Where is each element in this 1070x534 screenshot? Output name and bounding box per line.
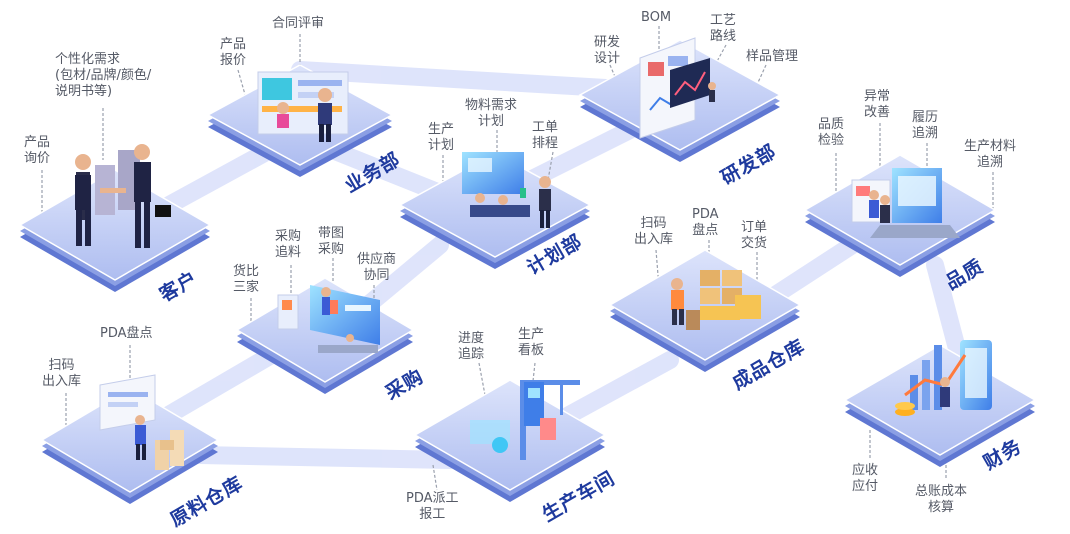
callout-ledger-costing: 总账成本 核算 <box>915 484 968 515</box>
callout-pda-dispatch: PDA派工 报工 <box>406 491 459 522</box>
connector-workshop-finishedwh <box>551 351 679 429</box>
callout-progress-tracking: 进度 追踪 <box>458 331 485 362</box>
callout-production-board: 生产 看板 <box>518 327 545 358</box>
callout-order-scheduling: 工单 排程 <box>532 120 559 151</box>
workshop-illustration <box>470 380 580 460</box>
callout-custom-needs: 个性化需求 (包材/品牌/颜色/ 说明书等) <box>55 52 152 99</box>
raw-wh-illustration <box>99 374 184 470</box>
planning-illustration <box>462 152 551 228</box>
callout-material-planning: 物料需求 计划 <box>465 98 518 129</box>
callout-drawing-purchase: 带图 采购 <box>318 226 345 257</box>
callout-purchase-tracking: 采购 追料 <box>275 229 302 260</box>
callout-compare-suppliers: 货比 三家 <box>233 264 260 295</box>
connector-sales-rnd <box>291 61 649 99</box>
callout-order-delivery: 订单 交货 <box>741 220 768 251</box>
purchase-illustration <box>277 285 380 353</box>
connector-quality-finance <box>926 256 969 369</box>
callout-rw-scan: 扫码 出入库 <box>42 358 82 389</box>
quality-illustration <box>851 168 960 238</box>
callout-supplier-collab: 供应商 协同 <box>357 252 397 283</box>
callout-process-route: 工艺 路线 <box>710 13 737 44</box>
callout-sample-management: 样品管理 <box>746 49 799 64</box>
sales-illustration <box>257 71 349 142</box>
rnd-illustration <box>639 37 716 139</box>
connector-customer-sales <box>151 141 279 219</box>
callout-product-inquiry: 产品 询价 <box>24 135 51 166</box>
callout-product-quote: 产品 报价 <box>220 37 247 68</box>
finance-illustration <box>895 340 992 416</box>
callout-contract-review: 合同评审 <box>272 16 325 31</box>
callout-receivable-payable: 应收 应付 <box>852 463 879 494</box>
callout-fw-pda: PDA 盘点 <box>692 207 719 238</box>
callout-rnd-design: 研发 设计 <box>594 35 621 66</box>
callout-bom: BOM <box>641 10 672 25</box>
callout-material-trace: 生产材料 追溯 <box>964 139 1017 170</box>
callout-fw-scan: 扫码 出入库 <box>634 216 674 247</box>
connector-purchase-rawwh <box>151 341 289 429</box>
callout-exception-improvement: 异常 改善 <box>864 89 891 120</box>
customer-illustration <box>75 144 171 248</box>
callout-history-trace: 履历 追溯 <box>912 110 939 141</box>
callout-rw-pda: PDA盘点 <box>100 326 153 341</box>
callout-production-plan: 生产 计划 <box>428 122 455 153</box>
finished-wh-illustration <box>671 270 761 330</box>
connector-rawwh-workshop <box>191 446 459 469</box>
callout-quality-inspection: 品质 检验 <box>818 117 845 148</box>
